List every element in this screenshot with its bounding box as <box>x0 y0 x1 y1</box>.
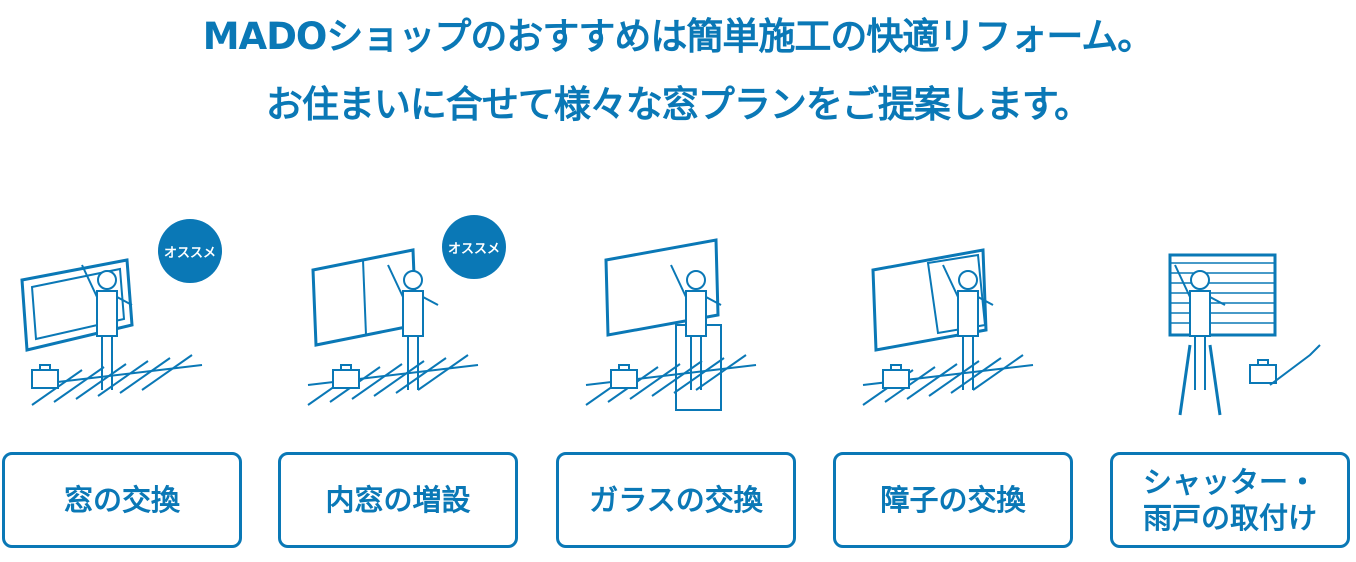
shutter-installation-illustration <box>1168 253 1321 416</box>
shutter-installation-button[interactable]: シャッター・ 雨戸の取付け <box>1110 452 1350 548</box>
recommended-badge: オススメ <box>158 219 222 283</box>
glass-replacement-illustration <box>585 238 757 411</box>
glass-replacement-button[interactable]: ガラスの交換 <box>556 452 796 548</box>
plan-sash-replacement: 障子の交換 <box>833 205 1078 555</box>
headline-line-2: お住まいに合せて様々な窓プランをご提案します。 <box>265 83 1091 126</box>
inner-window-illustration <box>307 248 479 406</box>
window-replacement-button[interactable]: 窓の交換 <box>2 452 242 548</box>
plan-shutter-installation: シャッター・ 雨戸の取付け <box>1110 205 1355 555</box>
plan-glass-replacement: ガラスの交換 <box>556 205 801 555</box>
sash-replacement-button[interactable]: 障子の交換 <box>833 452 1073 548</box>
plan-inner-window: オススメ 内窓の増設 <box>278 205 523 555</box>
headline-line-1: MADOショップのおすすめは簡単施工の快適リフォーム。 <box>202 15 1155 58</box>
inner-window-button[interactable]: 内窓の増設 <box>278 452 518 548</box>
recommended-badge: オススメ <box>442 215 506 279</box>
window-replacement-illustration <box>20 258 203 406</box>
plan-window-replacement: オススメ 窓の交換 <box>2 205 247 555</box>
sash-replacement-illustration <box>862 248 1034 406</box>
